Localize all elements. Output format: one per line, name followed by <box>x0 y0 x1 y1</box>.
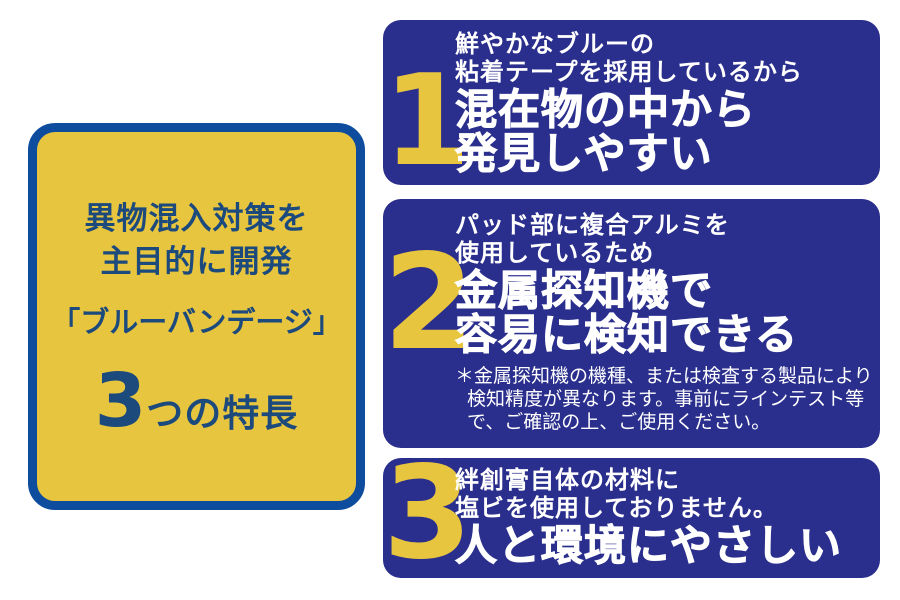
feature-2-disclaimer-line-1: ＊金属探知機の機種、または検査する製品により <box>455 365 873 387</box>
feature-count-label: つの特長 <box>146 392 299 435</box>
feature-2-numeral: 2 <box>383 226 475 380</box>
feature-2-lead-line-2: 使用しているため <box>455 239 655 267</box>
feature-box-2: 2 パッド部に複合アルミを 使用しているため 金属探知機で 容易に検知できる ＊… <box>383 199 880 448</box>
feature-2-headline-line-1: 金属探知機で <box>455 266 714 315</box>
feature-1-headline-line-1: 混在物の中から <box>455 85 757 134</box>
feature-3-content: 絆創膏自体の材料に 塩ビを使用しておりません。 人と環境にやさしい <box>455 458 874 568</box>
intro-panel: 異物混入対策を 主目的に開発 「ブルーバンデージ」 3 つの特長 <box>28 123 365 510</box>
feature-2-headline: 金属探知機で 容易に検知できる <box>455 266 874 359</box>
feature-1-lead-line-2: 粘着テープを採用しているから <box>455 58 803 86</box>
feature-1-numeral: 1 <box>383 47 471 194</box>
feature-1-lead-line-1: 鮮やかなブルーの <box>455 30 655 58</box>
feature-2-content: パッド部に複合アルミを 使用しているため 金属探知機で 容易に検知できる ＊金属… <box>455 199 874 434</box>
feature-2-headline-line-2: 容易に検知できる <box>455 310 799 359</box>
product-name: 「ブルーバンデージ」 <box>51 305 342 339</box>
feature-box-1: 1 鮮やかなブルーの 粘着テープを採用しているから 混在物の中から 発見しやすい <box>383 20 880 185</box>
feature-box-3: 3 絆創膏自体の材料に 塩ビを使用しておりません。 人と環境にやさしい <box>383 450 880 578</box>
feature-3-lead-line-2: 塩ビを使用しておりません。 <box>455 494 778 522</box>
feature-2-disclaimer-line-3: で、ご確認の上、ご使用ください。 <box>467 411 771 433</box>
feature-2-lead-line-1: パッド部に複合アルミを <box>455 211 730 239</box>
feature-1-lead: 鮮やかなブルーの 粘着テープを採用しているから <box>455 30 874 86</box>
feature-3-lead-line-1: 絆創膏自体の材料に <box>455 466 680 494</box>
intro-heading-line-2: 主目的に開発 <box>100 244 293 280</box>
feature-count: 3 つの特長 <box>37 364 356 438</box>
feature-3-numeral: 3 <box>383 439 473 588</box>
feature-1-headline-line-2: 発見しやすい <box>455 129 713 178</box>
feature-3-headline-line-1: 人と環境にやさしい <box>455 521 843 570</box>
intro-heading-line-1: 異物混入対策を <box>84 201 309 237</box>
feature-2-disclaimer: ＊金属探知機の機種、または検査する製品により 検知精度が異なります。事前にライン… <box>455 365 874 434</box>
feature-3-lead: 絆創膏自体の材料に 塩ビを使用しておりません。 <box>455 466 874 522</box>
feature-1-headline: 混在物の中から 発見しやすい <box>455 85 874 178</box>
feature-1-content: 鮮やかなブルーの 粘着テープを採用しているから 混在物の中から 発見しやすい <box>455 20 874 176</box>
feature-2-disclaimer-line-2: 検知精度が異なります。事前にラインテスト等 <box>467 388 865 410</box>
feature-count-number: 3 <box>94 358 147 444</box>
feature-3-headline: 人と環境にやさしい <box>455 521 874 570</box>
intro-heading: 異物混入対策を 主目的に開発 <box>37 198 356 284</box>
feature-2-lead: パッド部に複合アルミを 使用しているため <box>455 211 874 267</box>
